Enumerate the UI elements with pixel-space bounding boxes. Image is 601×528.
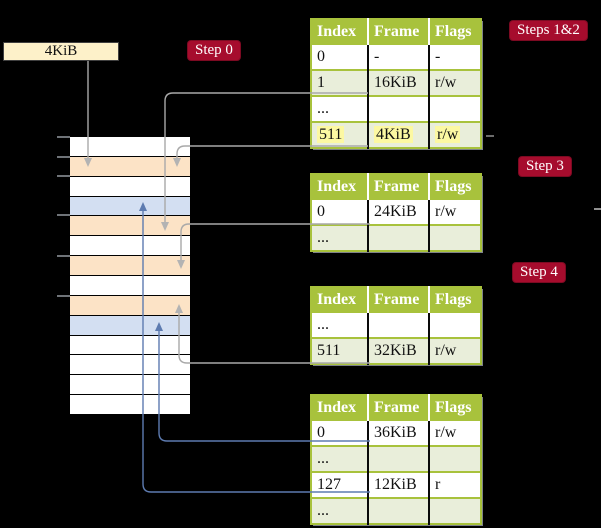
page-table-36kib: Index Frame Flags 0 36KiB r/w ... 127 12…: [310, 394, 482, 525]
cell-flags: [429, 224, 481, 251]
memory-tick: [57, 136, 70, 138]
cell-flags: r/w: [429, 69, 481, 96]
table-row: 0 - -: [311, 43, 481, 70]
table-header-row: Index Frame Flags: [311, 395, 481, 420]
cell-index: 511: [311, 337, 369, 364]
cell-frame: [368, 224, 430, 251]
cell-flags: -: [429, 43, 481, 70]
physical-memory-stack: [70, 137, 190, 416]
memory-row-white: [70, 137, 190, 157]
table-row: ...: [311, 445, 481, 472]
memory-tick: [57, 175, 70, 177]
cell-frame: 24KiB: [368, 198, 430, 225]
col-header-flags: Flags: [429, 174, 481, 199]
cell-flags: [429, 497, 481, 524]
highlight: 511: [317, 126, 345, 143]
table-row: ...: [311, 224, 481, 251]
col-header-flags: Flags: [429, 395, 481, 420]
cell-index: 0: [311, 43, 369, 70]
table-header-row: Index Frame Flags: [311, 19, 481, 44]
cell-frame: -: [368, 43, 430, 70]
cell-index: 0: [311, 198, 369, 225]
table-header-row: Index Frame Flags: [311, 174, 481, 199]
cell-frame: 12KiB: [368, 471, 430, 498]
col-header-frame: Frame: [368, 174, 430, 199]
cell-frame: 36KiB: [368, 419, 430, 446]
step-0-label: Step 0: [188, 41, 240, 60]
table-row: 0 24KiB r/w: [311, 198, 481, 225]
cell-frame: [368, 445, 430, 472]
cell-flags: r/w: [429, 121, 481, 148]
col-header-flags: Flags: [429, 19, 481, 44]
cell-frame: [368, 95, 430, 122]
page-table-24kib: Index Frame Flags 0 24KiB r/w ...: [310, 173, 482, 252]
highlight: r/w: [435, 126, 461, 143]
col-header-index: Index: [311, 287, 369, 312]
memory-tick: [57, 156, 70, 158]
cell-index: ...: [311, 311, 369, 338]
memory-tick: [57, 255, 70, 257]
cell-index: 511: [311, 121, 369, 148]
cell-index: ...: [311, 497, 369, 524]
table-header-row: Index Frame Flags: [311, 287, 481, 312]
memory-row-white: [70, 176, 190, 197]
col-header-index: Index: [311, 19, 369, 44]
col-header-index: Index: [311, 174, 369, 199]
memory-row-white: [70, 276, 190, 296]
memory-tick: [57, 214, 70, 216]
cell-index: ...: [311, 224, 369, 251]
table-row: 1 16KiB r/w: [311, 69, 481, 96]
table-row: 511 32KiB r/w: [311, 337, 481, 364]
table-row: 0 36KiB r/w: [311, 419, 481, 446]
memory-row-white: [70, 355, 190, 376]
steps-1-2-label: Steps 1&2: [510, 21, 587, 40]
memory-row-peach: [70, 156, 190, 177]
step-3-label: Step 3: [519, 157, 571, 176]
page-table-level1: Index Frame Flags 0 - - 1 16KiB r/w ... …: [310, 18, 482, 149]
memory-row-blue: [70, 196, 190, 217]
table-row: 127 12KiB r: [311, 471, 481, 498]
table-row: ...: [311, 95, 481, 122]
col-header-flags: Flags: [429, 287, 481, 312]
col-header-index: Index: [311, 395, 369, 420]
cell-flags: r/w: [429, 198, 481, 225]
step-4-label: Step 4: [513, 263, 565, 282]
cell-index: 1: [311, 69, 369, 96]
table-row-highlighted: 511 4KiB r/w: [311, 121, 481, 148]
memory-row-peach: [70, 256, 190, 277]
frame-size-box: 4KiB: [3, 42, 119, 61]
col-header-frame: Frame: [368, 19, 430, 44]
cell-frame: 32KiB: [368, 337, 430, 364]
cell-index: ...: [311, 95, 369, 122]
page-table-32kib: Index Frame Flags ... 511 32KiB r/w: [310, 286, 482, 365]
cell-flags: [429, 445, 481, 472]
cell-frame: [368, 497, 430, 524]
cell-frame: 16KiB: [368, 69, 430, 96]
memory-row-blue: [70, 315, 190, 336]
cell-flags: [429, 311, 481, 338]
memory-row-white: [70, 335, 190, 356]
table-row: ...: [311, 497, 481, 524]
memory-row-white: [70, 236, 190, 257]
cell-frame: [368, 311, 430, 338]
cell-index: 127: [311, 471, 369, 498]
col-header-frame: Frame: [368, 287, 430, 312]
memory-tick: [57, 295, 70, 297]
memory-row-white: [70, 395, 190, 416]
highlight: 4KiB: [374, 126, 413, 143]
cell-index: 0: [311, 419, 369, 446]
cell-flags: r/w: [429, 337, 481, 364]
cell-index: ...: [311, 445, 369, 472]
memory-row-white: [70, 375, 190, 396]
memory-row-peach: [70, 295, 190, 316]
cell-flags: r: [429, 471, 481, 498]
cell-flags: [429, 95, 481, 122]
frame-size-label: 4KiB: [44, 43, 78, 59]
cell-frame: 4KiB: [368, 121, 430, 148]
memory-row-peach: [70, 216, 190, 237]
table-row: ...: [311, 311, 481, 338]
cell-flags: r/w: [429, 419, 481, 446]
col-header-frame: Frame: [368, 395, 430, 420]
